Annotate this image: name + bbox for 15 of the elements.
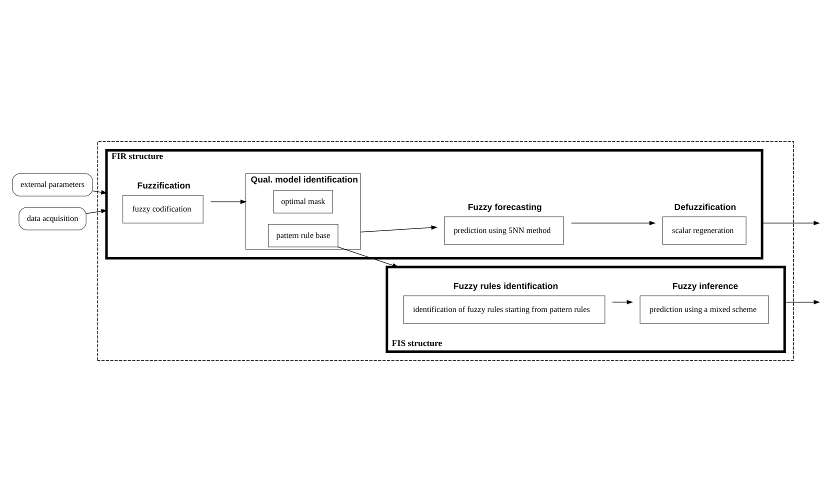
node-label: Defuzzification (674, 202, 736, 212)
node-label: Fuzzy rules identification (452, 281, 558, 292)
node-label: Fuzzy forecasting (467, 202, 542, 212)
arrow (210, 200, 246, 204)
arrow (612, 300, 633, 304)
arrow (570, 220, 656, 226)
node-label: Fuzzy inference (672, 281, 738, 292)
arrow (85, 209, 107, 214)
arrow (784, 300, 820, 304)
arrow (360, 225, 438, 232)
cluster (96, 141, 794, 361)
arrow (92, 190, 107, 194)
arrow (337, 246, 398, 268)
arrow (761, 220, 820, 226)
node-label: Fuzzification (136, 180, 190, 191)
